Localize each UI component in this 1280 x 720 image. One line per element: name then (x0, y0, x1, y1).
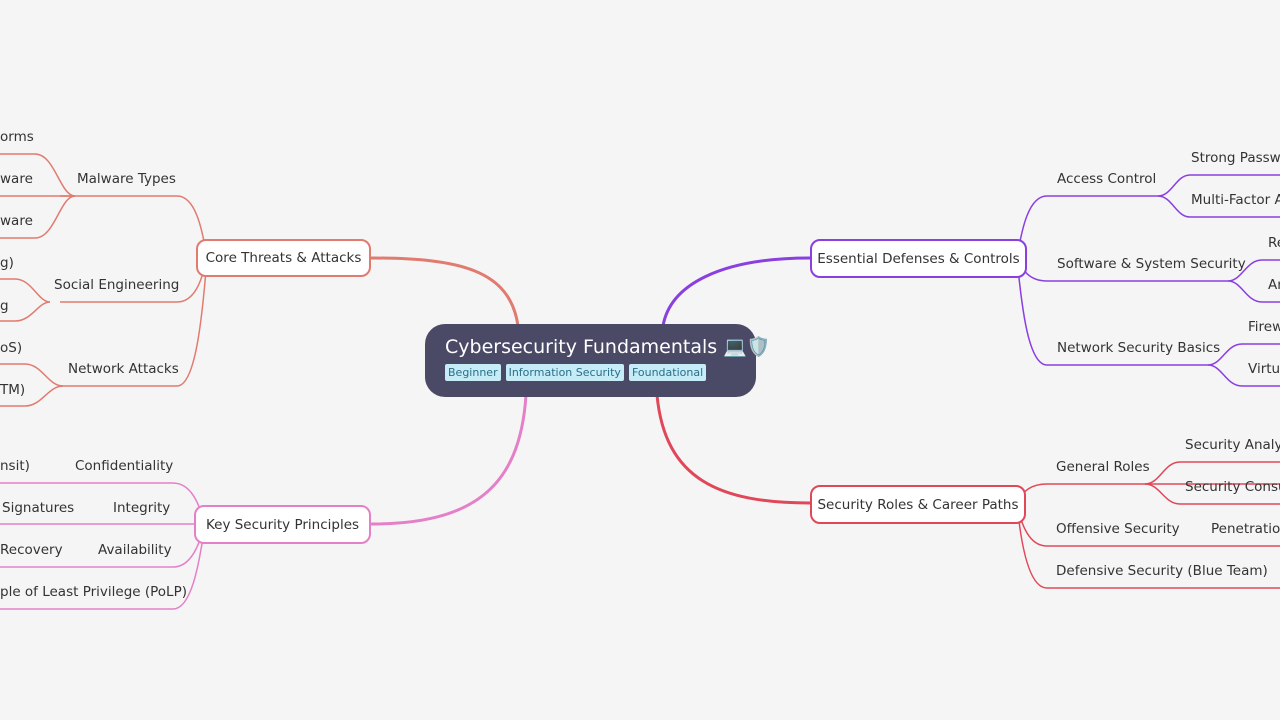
node-malware-item-3[interactable]: ware (0, 213, 33, 229)
node-availability-child[interactable]: Recovery (0, 542, 63, 558)
link-access-1 (1157, 174, 1280, 197)
link-threats-malware (60, 195, 208, 259)
link-root-careers (655, 394, 811, 505)
node-software-item-1[interactable]: Re (1268, 235, 1280, 251)
link-general-2 (1144, 483, 1280, 505)
link-software-1 (1227, 259, 1280, 282)
node-malware-item-2[interactable]: ware (0, 171, 33, 187)
node-social-item-2[interactable]: g (0, 298, 9, 314)
node-offensive-security[interactable]: Offensive Security (1056, 521, 1180, 537)
tag-foundational[interactable]: Foundational (628, 364, 707, 381)
link-network-2 (0, 385, 64, 407)
node-offensive-child[interactable]: Penetration (1211, 521, 1280, 537)
branch-core-threats[interactable]: Core Threats & Attacks (196, 239, 371, 277)
link-software-2 (1227, 280, 1280, 303)
node-malware-item-1[interactable]: orms (0, 129, 34, 145)
branch-security-roles[interactable]: Security Roles & Career Paths (810, 485, 1026, 524)
link-social-2 (0, 301, 51, 322)
node-general-roles[interactable]: General Roles (1056, 459, 1150, 475)
link-netsec-2 (1207, 364, 1280, 387)
node-software-security[interactable]: Software & System Security (1057, 256, 1246, 272)
node-confidentiality[interactable]: Confidentiality (75, 458, 174, 474)
link-network-1 (0, 363, 64, 387)
branch-essential-defenses[interactable]: Essential Defenses & Controls (810, 239, 1027, 278)
link-root-defenses (661, 256, 811, 327)
root-tags: Beginner Information Security Foundation… (445, 364, 736, 381)
link-malware-1 (0, 153, 76, 197)
tag-beginner[interactable]: Beginner (445, 364, 501, 381)
node-confidentiality-child[interactable]: nsit) (0, 458, 30, 474)
link-threats-network (60, 257, 208, 387)
node-integrity-child[interactable]: Signatures (2, 500, 75, 516)
node-network-item-2[interactable]: TM) (0, 382, 26, 398)
root-node[interactable]: Cybersecurity Fundamentals 💻🛡️ Beginner … (425, 324, 771, 397)
node-network-sec-item-2[interactable]: Virtua (1248, 361, 1280, 377)
node-software-item-2[interactable]: An (1268, 277, 1280, 293)
node-integrity[interactable]: Integrity (113, 500, 171, 516)
link-defenses-network (1016, 257, 1208, 366)
node-social-item-1[interactable]: g) (0, 255, 14, 271)
node-social-engineering[interactable]: Social Engineering (54, 277, 180, 293)
node-access-item-1[interactable]: Strong Passwo (1191, 150, 1280, 166)
node-access-item-2[interactable]: Multi-Factor Au (1191, 192, 1280, 208)
tag-information-security[interactable]: Information Security (505, 364, 624, 381)
node-network-attacks[interactable]: Network Attacks (68, 361, 179, 377)
link-netsec-1 (1207, 343, 1280, 366)
node-least-privilege[interactable]: ple of Least Privilege (PoLP) (0, 584, 187, 600)
node-defensive-security[interactable]: Defensive Security (Blue Team) (1056, 563, 1268, 579)
node-network-security[interactable]: Network Security Basics (1057, 340, 1221, 356)
node-network-item-1[interactable]: oS) (0, 340, 23, 356)
link-social-1 (0, 278, 51, 303)
link-root-threats (370, 256, 520, 327)
node-malware-types[interactable]: Malware Types (77, 171, 176, 187)
link-defenses-access (1016, 195, 1158, 259)
root-title: Cybersecurity Fundamentals 💻🛡️ (445, 336, 771, 358)
node-general-item-1[interactable]: Security Analyst (1185, 437, 1280, 453)
link-general-1 (1144, 461, 1280, 485)
link-malware-3 (0, 195, 76, 239)
link-root-principles (370, 394, 528, 526)
node-access-control[interactable]: Access Control (1057, 171, 1157, 187)
branch-key-principles[interactable]: Key Security Principles (194, 505, 371, 544)
node-general-item-2[interactable]: Security Consult (1185, 479, 1280, 495)
node-network-sec-item-1[interactable]: Firew (1248, 319, 1280, 335)
node-availability[interactable]: Availability (98, 542, 172, 558)
link-access-2 (1157, 195, 1280, 218)
